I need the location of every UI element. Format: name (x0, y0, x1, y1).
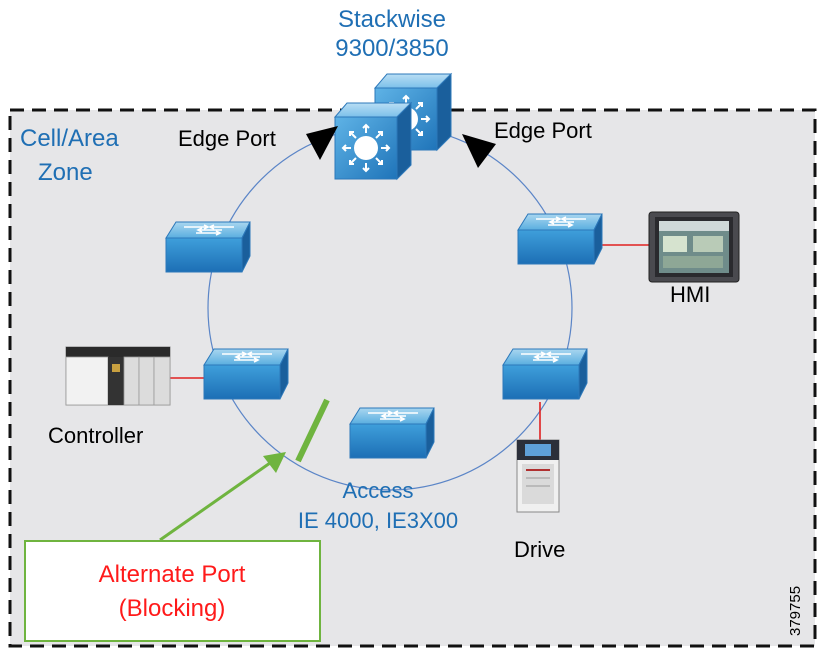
alternate-port-callout-box (24, 540, 321, 642)
edge-port-right-arrow (462, 134, 496, 168)
zone-title-line2: Zone (38, 159, 93, 186)
drive-device-icon (516, 439, 560, 513)
edge-port-right-label: Edge Port (494, 118, 592, 143)
switch-upper-left (165, 221, 251, 273)
hmi-label: HMI (670, 282, 710, 307)
zone-title-line1: Cell/Area (20, 125, 119, 152)
access-label-line2: IE 4000, IE3X00 (298, 508, 458, 533)
access-label-line1: Access (343, 478, 414, 503)
edge-port-left-arrow (306, 126, 338, 160)
hmi-device-icon (648, 211, 740, 283)
blocking-port-mark (295, 398, 330, 463)
core-switch-label-line1: Stackwise (338, 6, 446, 33)
switch-lower-left (203, 348, 289, 400)
controller-label: Controller (48, 423, 143, 448)
alternate-port-label-line1: Alternate Port (99, 561, 246, 588)
controller-device-icon (65, 346, 171, 406)
switch-lower-right (502, 348, 588, 400)
edge-port-left-label: Edge Port (178, 126, 276, 151)
switch-upper-right (517, 213, 603, 265)
alternate-port-arrowhead (263, 452, 286, 473)
core-switch-label-line2: 9300/3850 (335, 35, 448, 62)
drive-label: Drive (514, 537, 565, 562)
core-switch-front (334, 102, 412, 180)
switch-bottom (349, 407, 435, 459)
figure-id: 379755 (787, 586, 804, 636)
alternate-port-label-line2: (Blocking) (119, 595, 226, 622)
alternate-port-arrow (159, 461, 271, 542)
